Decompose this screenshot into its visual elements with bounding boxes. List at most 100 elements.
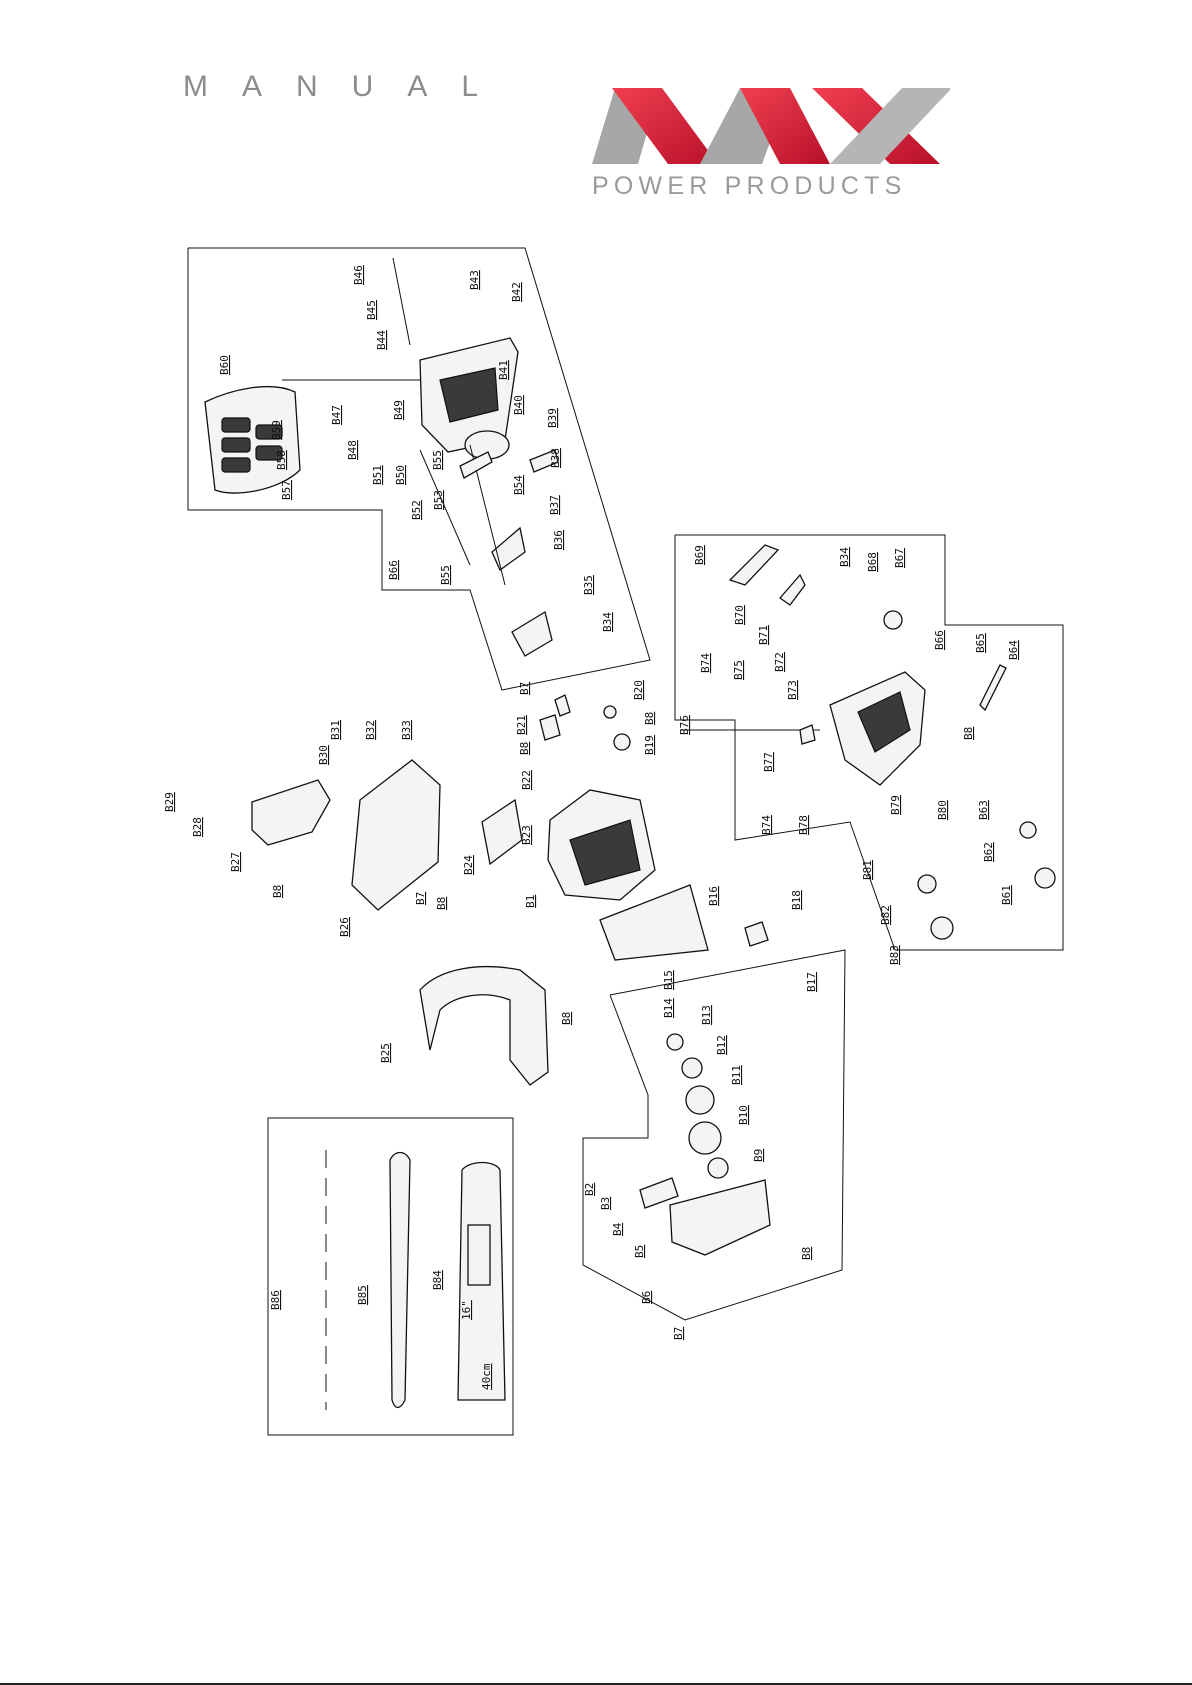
part-label: B60 — [218, 355, 231, 375]
part-label: B8 — [560, 1012, 573, 1025]
part-label: B34 — [601, 612, 614, 632]
part-label: B48 — [346, 440, 359, 460]
part-labels: B46B45B44B43B42B41B40B39B38B60B59B58B57B… — [163, 265, 1020, 1340]
group-outline-top — [187, 247, 651, 691]
part-label: B72 — [773, 652, 786, 672]
part-label: B8 — [643, 712, 656, 725]
part-label: B83 — [888, 945, 901, 965]
group-outline-right — [674, 534, 1064, 951]
part-label: B70 — [733, 605, 746, 625]
part-label: B22 — [520, 770, 533, 790]
part-label: B32 — [364, 720, 377, 740]
part-label: B51 — [371, 465, 384, 485]
part-label: B42 — [510, 282, 523, 302]
part-label: B14 — [662, 998, 675, 1018]
part-label: B31 — [329, 720, 342, 740]
part-label: B21 — [515, 715, 528, 735]
part-label: B17 — [805, 972, 818, 992]
part-label: B18 — [790, 890, 803, 910]
part-label: B4 — [611, 1222, 624, 1236]
part-label: B59 — [270, 420, 283, 440]
group-outline-accessories — [267, 1117, 514, 1436]
part-label: B40 — [512, 395, 525, 415]
part-label: B12 — [715, 1035, 728, 1055]
part-label: B34 — [838, 547, 851, 567]
part-label: B19 — [643, 735, 656, 755]
part-label: B23 — [520, 825, 533, 845]
part-label: B8 — [800, 1247, 813, 1260]
part-label: B7 — [672, 1327, 685, 1340]
part-label: B74 — [699, 653, 712, 673]
part-label: B25 — [379, 1043, 392, 1063]
bar-size-label: 16" — [460, 1300, 473, 1320]
part-label: B8 — [962, 727, 975, 740]
page-bottom-rule — [0, 1683, 1192, 1685]
part-label: B55 — [439, 565, 452, 585]
part-label: B11 — [730, 1065, 743, 1085]
part-label: B61 — [1000, 885, 1013, 905]
part-label: B10 — [737, 1105, 750, 1125]
part-label: B9 — [752, 1149, 765, 1162]
part-label: B63 — [977, 800, 990, 820]
accessories: 16" 40cm — [325, 1150, 506, 1410]
starter-assembly — [639, 921, 771, 1256]
part-label: B24 — [462, 855, 475, 875]
part-label: B44 — [375, 330, 388, 350]
part-label: B66 — [387, 560, 400, 580]
part-label: B79 — [889, 795, 902, 815]
part-label: B2 — [583, 1183, 596, 1196]
part-label: B36 — [552, 530, 565, 550]
part-label: B52 — [410, 500, 423, 520]
part-label: B26 — [338, 917, 351, 937]
part-label: B67 — [893, 548, 906, 568]
part-label: B46 — [352, 265, 365, 285]
part-label: B73 — [786, 680, 799, 700]
part-label: B55 — [431, 450, 444, 470]
part-label: B68 — [866, 552, 879, 572]
part-label: B1 — [524, 895, 537, 908]
part-label: B39 — [546, 408, 559, 428]
part-label: B62 — [982, 842, 995, 862]
part-label: B13 — [700, 1005, 713, 1025]
part-label: B8 — [435, 897, 448, 910]
part-label: B50 — [394, 465, 407, 485]
manual-title: MANUAL — [183, 70, 513, 103]
part-label: B35 — [582, 575, 595, 595]
part-label: B85 — [356, 1285, 369, 1305]
part-label: B86 — [269, 1290, 282, 1310]
part-label: B27 — [229, 852, 242, 872]
part-label: B28 — [191, 817, 204, 837]
part-label: B41 — [497, 360, 510, 380]
part-label: B76 — [678, 715, 691, 735]
brand-subtitle: POWER PRODUCTS — [592, 172, 907, 200]
part-label: B77 — [762, 752, 775, 772]
part-label: B20 — [632, 680, 645, 700]
part-label: B71 — [757, 625, 770, 645]
part-label: B53 — [432, 490, 445, 510]
group-outline-bottom — [582, 949, 846, 1321]
part-label: B65 — [974, 633, 987, 653]
part-label: B74 — [760, 815, 773, 835]
part-label: B8 — [518, 742, 531, 755]
part-label: B15 — [662, 970, 675, 990]
part-label: B16 — [707, 886, 720, 906]
part-label: B81 — [861, 860, 874, 880]
part-label: B47 — [330, 405, 343, 425]
part-label: B54 — [512, 475, 525, 495]
part-label: B66 — [933, 630, 946, 650]
handle-assembly — [680, 544, 1056, 940]
part-label: B64 — [1007, 640, 1020, 660]
part-label: B7 — [518, 682, 531, 695]
part-label: B8 — [271, 885, 284, 898]
brand-logo — [592, 88, 950, 164]
part-label: B29 — [163, 792, 176, 812]
engine-assembly — [251, 694, 709, 1086]
part-label: B80 — [936, 800, 949, 820]
part-label: B69 — [693, 545, 706, 565]
part-label: B57 — [280, 480, 293, 500]
top-cover-assembly — [204, 257, 559, 657]
part-label: B45 — [365, 300, 378, 320]
part-label: B82 — [879, 905, 892, 925]
part-label: B5 — [633, 1245, 646, 1258]
